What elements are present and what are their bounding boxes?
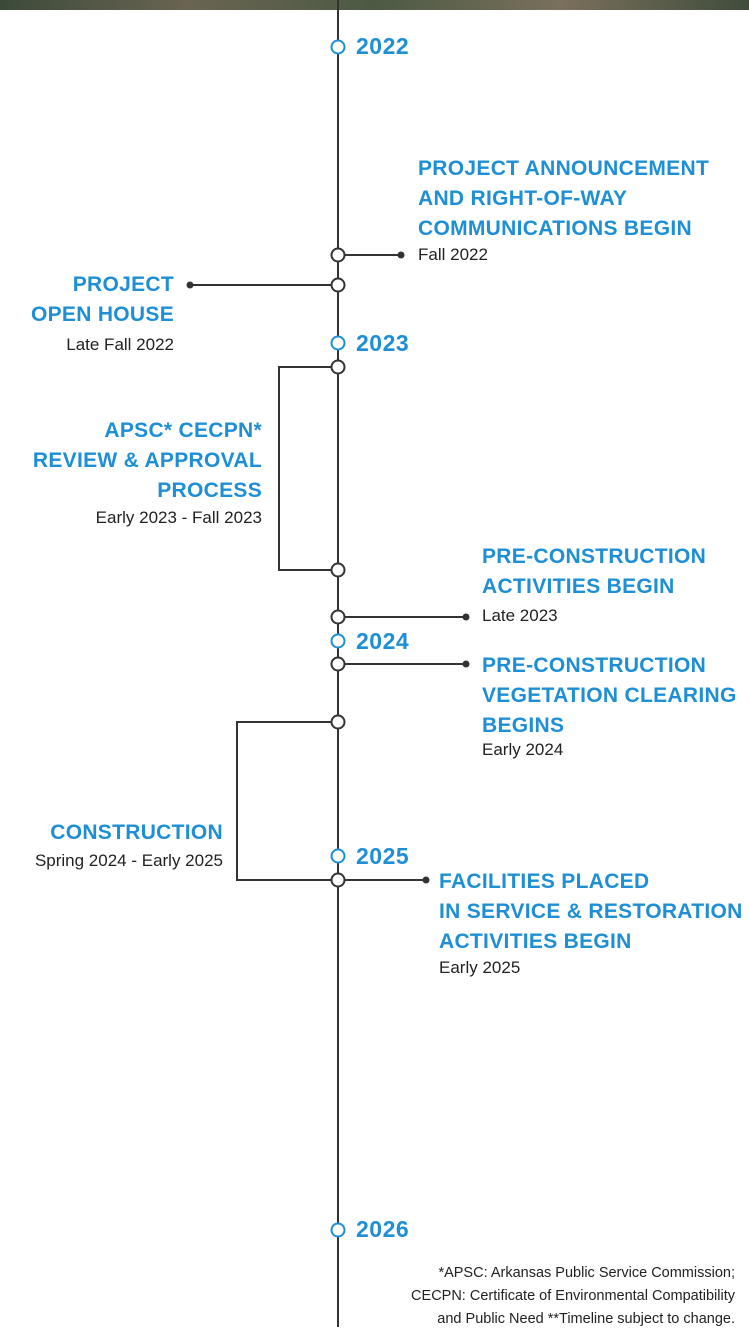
year-marker-2025 [330,848,346,864]
construction-date: Spring 2024 - Early 2025 [34,851,223,870]
pre-construction-dot [462,613,470,621]
vegetation-dot [462,660,470,668]
construction-title: CONSTRUCTION [50,818,223,848]
construction-bracket [236,721,338,881]
footnote-line: CECPN: Certificate of Environmental Comp… [411,1288,735,1304]
apsc-review-title: APSC* CECPN* REVIEW & APPROVAL PROCESS [33,416,262,506]
node-facilities [330,872,346,888]
apsc-review-date: Early 2023 - Fall 2023 [95,508,262,527]
apsc-bracket [278,366,338,571]
announcement-title-line: COMMUNICATIONS BEGIN [418,217,692,240]
year-marker-2024 [330,633,346,649]
footnote-line: and Public Need **Timeline subject to ch… [437,1311,735,1327]
vegetation-title-line: BEGINS [482,714,565,737]
pre-construction-date: Late 2023 [482,606,558,625]
facilities-title: FACILITIES PLACED IN SERVICE & RESTORATI… [439,867,743,957]
node-apsc-start [330,359,346,375]
vegetation-title: PRE-CONSTRUCTION VEGETATION CLEARING BEG… [482,651,737,741]
facilities-title-line: IN SERVICE & RESTORATION [439,900,743,923]
pre-construction-title: PRE-CONSTRUCTION ACTIVITIES BEGIN [482,542,706,602]
year-marker-2022 [330,39,346,55]
facilities-title-line: FACILITIES PLACED [439,870,650,893]
announcement-date: Fall 2022 [418,245,488,264]
vegetation-title-line: PRE-CONSTRUCTION [482,654,707,677]
node-open-house [330,277,346,293]
facilities-title-line: ACTIVITIES BEGIN [439,930,632,953]
apsc-review-title-line: REVIEW & APPROVAL [32,449,262,472]
open-house-title: PROJECT OPEN HOUSE [31,270,174,330]
facilities-date: Early 2025 [439,958,521,977]
pre-construction-title-line: ACTIVITIES BEGIN [482,575,675,598]
open-house-title-line: PROJECT [72,273,174,296]
node-vegetation [330,656,346,672]
node-announcement [330,247,346,263]
announcement-dot [397,251,405,259]
apsc-review-title-line: PROCESS [157,479,262,502]
apsc-review-title-line: APSC* CECPN* [104,419,262,442]
announcement-title-line: PROJECT ANNOUNCEMENT [418,157,710,180]
footnote: *APSC: Arkansas Public Service Commissio… [315,1262,735,1331]
header-photo-strip [0,0,749,10]
vegetation-date: Early 2024 [482,740,564,759]
announcement-title: PROJECT ANNOUNCEMENT AND RIGHT-OF-WAY CO… [418,154,709,244]
vegetation-title-line: VEGETATION CLEARING [482,684,737,707]
open-house-dot [186,281,194,289]
facilities-dot [422,876,430,884]
year-label-2023: 2023 [356,330,410,356]
open-house-title-line: OPEN HOUSE [30,303,174,326]
construction-title-line: CONSTRUCTION [50,821,223,844]
year-label-2022: 2022 [356,33,410,59]
year-label-2026: 2026 [356,1216,410,1242]
pre-construction-title-line: PRE-CONSTRUCTION [482,545,707,568]
node-apsc-end [330,562,346,578]
node-construction-start [330,714,346,730]
open-house-date: Late Fall 2022 [66,335,174,354]
year-marker-2026 [330,1222,346,1238]
announcement-title-line: AND RIGHT-OF-WAY [418,187,628,210]
year-marker-2023 [330,335,346,351]
year-label-2025: 2025 [356,843,410,869]
footnote-line: *APSC: Arkansas Public Service Commissio… [438,1265,735,1281]
year-label-2024: 2024 [356,628,410,654]
node-pre-construction [330,609,346,625]
